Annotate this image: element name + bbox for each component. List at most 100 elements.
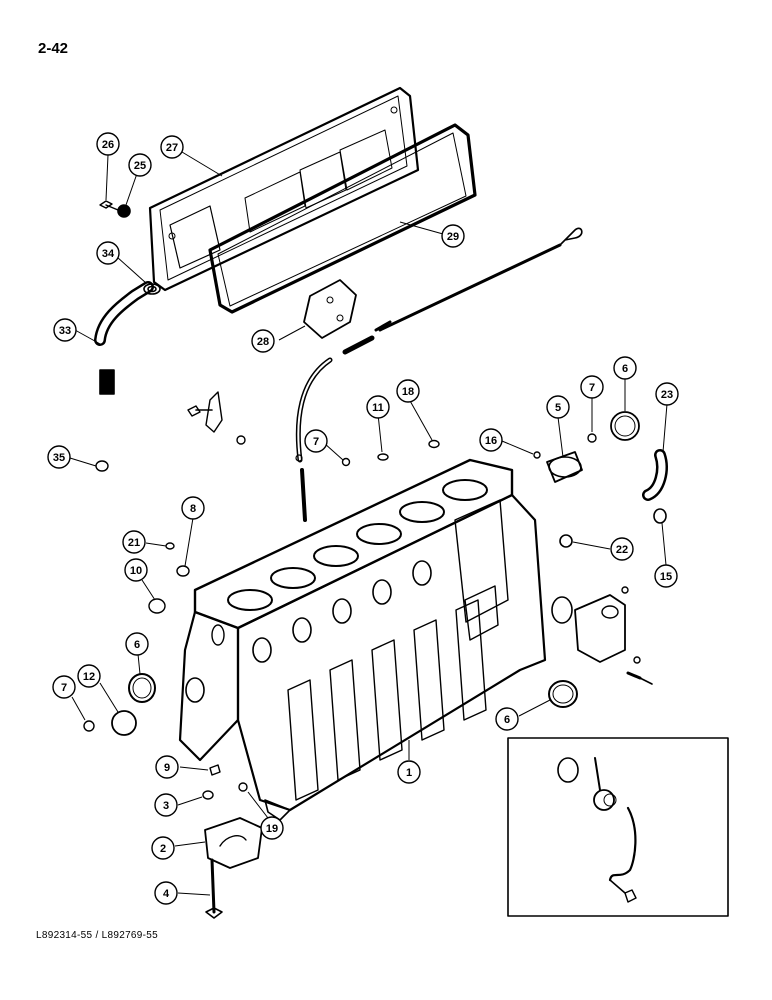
callout-circle [613,356,637,380]
callout-label: 7 [313,436,319,448]
plug-19 [238,782,248,792]
callout-18: 18 [396,379,420,403]
callout-circle [155,755,179,779]
callout-label: 15 [660,571,672,583]
dipstick-tube [295,357,333,522]
callout-label: 29 [447,231,459,243]
callout-6: 6 [125,632,149,656]
callout-label: 3 [163,800,169,812]
callout-circle [397,760,421,784]
pin-9 [209,764,221,776]
grommet-25 [117,204,131,218]
callout-label: 26 [102,139,114,151]
callout-6: 6 [495,707,519,731]
cylinder-block [178,458,547,821]
callout-label: 9 [164,762,170,774]
callout-circle [124,558,148,582]
callout-label: 7 [61,682,67,694]
rear-seal-6 [548,680,578,708]
callout-label: 1 [406,767,412,779]
callout-label: 21 [128,537,140,549]
callout-circle [580,375,604,399]
fitting-15 [653,508,667,524]
callout-circle [160,135,184,159]
callout-circle [53,318,77,342]
callout-8: 8 [181,496,205,520]
thermostat-housing [574,586,653,685]
callout-circle [479,428,503,452]
callout-29: 29 [441,224,465,248]
core-plug-6-top [610,411,640,441]
callout-circle [151,836,175,860]
callout-label: 25 [134,160,146,172]
callout-label: 2 [160,843,166,855]
callout-label: 4 [163,888,170,900]
callout-circle [181,496,205,520]
callout-7: 7 [580,375,604,399]
callout-label: 34 [102,248,115,260]
elbow-tube-23 [642,449,668,501]
valve-cover [148,86,420,292]
callout-circle [154,881,178,905]
plug-7-front [83,720,95,732]
callout-circle [122,530,146,554]
callout-label: 35 [53,452,65,464]
leader-lines [69,151,668,896]
callout-5: 5 [546,395,570,419]
callout-label: 22 [616,544,628,556]
callout-label: 11 [372,402,384,414]
hose-clamp-34 [143,283,161,295]
breather-hose [94,281,154,395]
callout-circle [495,707,519,731]
callout-2: 2 [151,836,175,860]
callout-16: 16 [479,428,503,452]
callout-22: 22 [610,537,634,561]
plug-7-top-right [587,433,597,443]
callout-circle [125,632,149,656]
dipstick [342,227,583,355]
page-number: 2-42 [38,40,69,57]
callout-circle [128,153,152,177]
dowel-3 [202,790,214,800]
callout-7: 7 [52,675,76,699]
callout-group: 2625272934332835711181657623821102215671… [47,132,679,905]
callout-label: 6 [134,639,140,651]
callout-label: 28 [257,336,269,348]
cover-plate-28 [303,279,357,339]
callout-circle [52,675,76,699]
callout-3: 3 [154,793,178,817]
core-plug-12 [111,710,137,736]
callout-33: 33 [53,318,77,342]
callout-label: 16 [485,435,497,447]
callout-7: 7 [304,429,328,453]
callout-6: 6 [613,356,637,380]
footer-part-numbers: L892314-55 / L892769-55 [36,930,159,941]
callout-circle [654,564,678,588]
callout-12: 12 [77,664,101,688]
callout-label: 8 [190,503,196,515]
cap-bolt-4 [205,858,223,919]
callout-9: 9 [155,755,179,779]
callout-label: 33 [59,325,71,337]
callout-circle [154,793,178,817]
callout-circle [96,132,120,156]
callout-34: 34 [96,241,120,265]
callout-label: 10 [130,565,142,577]
o-ring-seal [551,596,573,624]
callout-27: 27 [160,135,184,159]
mounting-bracket [187,391,246,445]
callout-circle [260,816,284,840]
callout-label: 27 [166,142,178,154]
block-heater-inset [507,737,729,917]
callout-4: 4 [154,881,178,905]
front-seal-6 [128,673,156,703]
callout-circle [251,329,275,353]
valve-cover-gasket [208,123,477,314]
callout-label: 23 [661,389,673,401]
callout-label: 12 [83,671,95,683]
callout-circle [47,445,71,469]
callout-19: 19 [260,816,284,840]
callout-circle [655,382,679,406]
callout-circle [304,429,328,453]
